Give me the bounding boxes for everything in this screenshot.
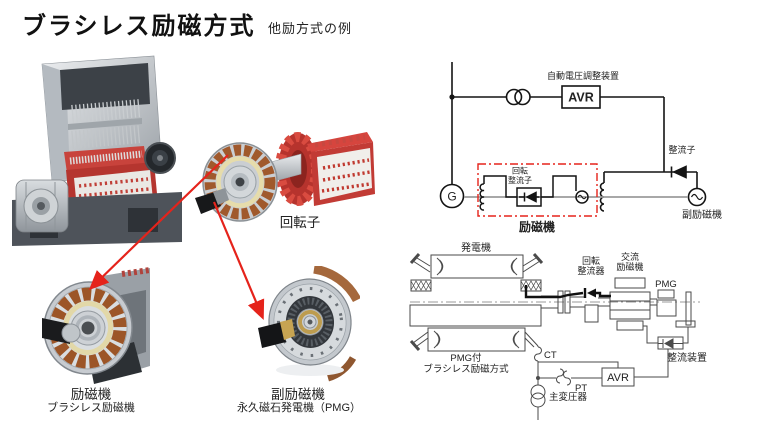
- exciter-label: 励磁機: [519, 219, 555, 234]
- rotor-vents-3: [321, 182, 371, 193]
- ct-symbol: [534, 346, 542, 362]
- generator-label: G: [447, 190, 456, 204]
- pmg-foot: [675, 320, 696, 328]
- pt-symbol-2: [563, 370, 571, 386]
- avr-device-label: 自動電圧調整装置: [547, 70, 619, 81]
- rotating-diode: [587, 288, 596, 298]
- gen-lead-top-left: [409, 253, 431, 273]
- end-winding-tr: [510, 257, 518, 276]
- rotor-caption: 回転子: [279, 215, 321, 230]
- pmg-frame: [685, 291, 692, 326]
- pmg-label: PMG: [655, 279, 677, 290]
- pt-label: PT: [575, 383, 587, 394]
- junction-dot: [449, 94, 455, 100]
- sub-exciter-caption: 永久磁石発電機（PMG）: [236, 402, 362, 414]
- copper-arc-top: [313, 266, 360, 303]
- page-title: ブラシレス励磁方式: [22, 13, 256, 40]
- gold-collar: [280, 319, 295, 340]
- hub: [81, 321, 95, 335]
- shaft-collar: [61, 323, 81, 343]
- arrangement-schematic: 発電機 回転 整流器 交流 励磁機 PMG 整流装置 CT PT AVR 主変圧…: [409, 241, 707, 420]
- armature-coil: [479, 183, 485, 211]
- exciter-boundary-box: [477, 163, 598, 217]
- avr-label: AVR: [607, 372, 629, 384]
- shaft-cap: [258, 322, 286, 348]
- junction-dot: [536, 376, 540, 380]
- enclosure-interior: [60, 63, 150, 110]
- brass-ring: [298, 310, 322, 334]
- exciter-ac-source: [575, 190, 589, 204]
- pmg-stator-top: [657, 289, 675, 299]
- rectifier-device-label: 整流装置: [667, 351, 707, 364]
- gen-stator-top: [430, 254, 524, 279]
- rotor-slots-left: [410, 279, 432, 292]
- sub-exciter-label: 副励磁機: [682, 208, 722, 221]
- sub-exciter-title: 副励磁機: [271, 387, 325, 402]
- fan-hub: [157, 155, 163, 161]
- pmg-rotor: [656, 299, 677, 317]
- sub-exciter-symbol: [687, 187, 707, 207]
- schematic-caption-2: ブラシレス励磁方式: [423, 363, 509, 375]
- generator-photo: [12, 55, 182, 246]
- exciter-photo: [42, 267, 151, 384]
- rectifier-unit-diode: [663, 338, 674, 349]
- pt-symbol-1: [556, 368, 564, 384]
- rotor-slots-right: [520, 279, 542, 292]
- exciter-copper-segments: [204, 144, 276, 220]
- instrument-transformer-symbol: [505, 88, 523, 106]
- rotor-body: [409, 304, 542, 327]
- pmg-output-line: [683, 327, 689, 344]
- rotor-photo: [195, 132, 375, 222]
- coupling-flange-1: [557, 290, 564, 314]
- rot-rect-label-1: 回転: [512, 167, 528, 176]
- rotating-rectifier-diode: [525, 191, 537, 203]
- cooling-fins: [287, 297, 333, 347]
- sub-exciter-photo: [258, 266, 360, 382]
- rot-rect-label-1: 回転: [582, 256, 600, 266]
- gen-lead-top-right: [522, 253, 544, 273]
- rot-rect-label-2: 整流子: [508, 175, 532, 185]
- schematic-caption-1: PMG付: [450, 353, 482, 364]
- excitation-circuit-diagram: 自動電圧調整装置 AVR 整流子 G 回転 整流子 励磁機 副励磁機: [439, 62, 722, 234]
- ac-exciter-label-2: 励磁機: [616, 261, 643, 272]
- rectifier-wheel: [584, 304, 599, 323]
- coupling-flange-2: [564, 290, 571, 314]
- field-wiring-bold: [524, 285, 611, 299]
- main-transformer-symbol: [530, 384, 546, 400]
- ct-label: CT: [544, 350, 557, 361]
- avr-gate-line: [634, 349, 669, 378]
- bolt-circle: [276, 287, 344, 357]
- rectifier-diode: [670, 165, 687, 179]
- generator-symbol: [439, 183, 465, 209]
- rot-rect-label-2: 整流器: [577, 265, 604, 276]
- sub-exciter-disc: [268, 278, 352, 366]
- ac-exciter-stator-top: [614, 277, 646, 289]
- generator-label: 発電機: [461, 241, 491, 254]
- exciter-caption: ブラシレス励磁機: [47, 402, 135, 414]
- gen-lead-bottom-left: [409, 331, 429, 351]
- cooler-shelf: [68, 118, 142, 130]
- shadow: [276, 364, 344, 376]
- rotor-studs: [314, 134, 366, 148]
- ac-wave-small: [577, 194, 587, 200]
- avr-label: AVR: [568, 91, 593, 105]
- gen-lead-bottom-right: [524, 331, 539, 348]
- main-transformer-label: 主変圧器: [549, 391, 588, 403]
- page-subtitle: 他励方式の例: [268, 21, 353, 36]
- rectifier-label: 整流子: [668, 144, 695, 155]
- ct-branch: [538, 361, 619, 368]
- gen-stator-bottom: [427, 327, 526, 352]
- ac-exciter-label-1: 交流: [621, 251, 639, 262]
- end-winding-bl: [433, 330, 441, 349]
- base-cutout-2: [128, 208, 158, 232]
- field-supply-line: [643, 325, 658, 344]
- ac-exciter-stator-bottom: [616, 320, 644, 331]
- exciter-title: 励磁機: [70, 387, 112, 402]
- ac-wave: [690, 193, 704, 201]
- ac-exciter-rotor: [609, 291, 651, 320]
- end-winding-tl: [436, 257, 444, 276]
- end-winding-br: [512, 330, 520, 349]
